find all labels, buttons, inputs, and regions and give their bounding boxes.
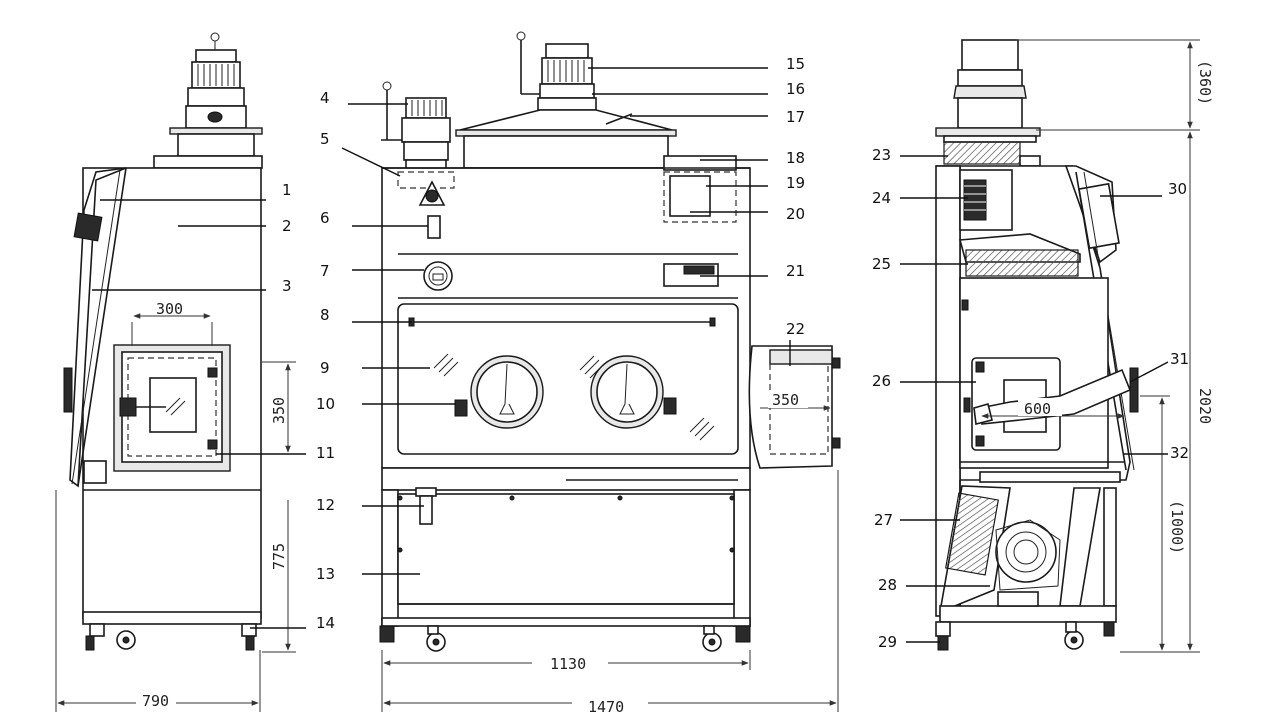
callout-25: 25	[872, 255, 891, 273]
callout-5: 5	[320, 130, 330, 148]
callout-7: 7	[320, 262, 330, 280]
callout-11: 11	[316, 444, 335, 462]
callout-28: 28	[878, 576, 897, 594]
callout-15: 15	[786, 55, 805, 73]
callout-12: 12	[316, 496, 335, 514]
callout-32: 32	[1170, 444, 1189, 462]
dim-350-box: 350	[772, 391, 799, 409]
callout-18: 18	[786, 149, 805, 167]
front-view	[379, 31, 841, 652]
dim-2020: 2020	[1196, 388, 1214, 424]
callout-13: 13	[316, 565, 335, 583]
callout-26: 26	[872, 372, 891, 390]
dim-600: 600	[1024, 400, 1051, 418]
left-view-dimensions	[55, 313, 296, 712]
front-view-dimensions	[381, 390, 839, 712]
callout-2: 2	[282, 217, 292, 235]
callout-17: 17	[786, 108, 805, 126]
callout-30: 30	[1168, 180, 1187, 198]
dim-775: 775	[270, 543, 288, 570]
callout-22: 22	[786, 320, 805, 338]
callout-23: 23	[872, 146, 891, 164]
callout-29: 29	[878, 633, 897, 651]
left-side-view	[63, 32, 263, 651]
callout-19: 19	[786, 174, 805, 192]
callout-6: 6	[320, 209, 330, 227]
dim-300: 300	[156, 300, 183, 318]
dimension-labels: 300 350 775 790 1130 1470 350 600 (360) …	[142, 60, 1214, 716]
callout-21: 21	[786, 262, 805, 280]
callout-31: 31	[1170, 350, 1189, 368]
callout-4: 4	[320, 89, 330, 107]
callout-16: 16	[786, 80, 805, 98]
dim-1470: 1470	[588, 698, 624, 716]
dim-790: 790	[142, 692, 169, 710]
callout-3: 3	[282, 277, 292, 295]
callout-14: 14	[316, 614, 335, 632]
callout-labels: 1 2 3 4 5 6 7 8 9 10 11 12 13 14 15 16 1…	[282, 55, 1189, 651]
leader-lines	[92, 67, 1169, 643]
dim-360: (360)	[1196, 60, 1214, 105]
right-side-view	[935, 39, 1139, 651]
callout-9: 9	[320, 359, 330, 377]
right-view-dimensions	[981, 39, 1200, 653]
dim-1000: (1000)	[1168, 500, 1186, 554]
dim-350-side: 350	[270, 397, 288, 424]
callout-8: 8	[320, 306, 330, 324]
callout-27: 27	[874, 511, 893, 529]
callout-20: 20	[786, 205, 805, 223]
callout-1: 1	[282, 181, 292, 199]
dim-1130: 1130	[550, 655, 586, 673]
callout-10: 10	[316, 395, 335, 413]
callout-24: 24	[872, 189, 891, 207]
